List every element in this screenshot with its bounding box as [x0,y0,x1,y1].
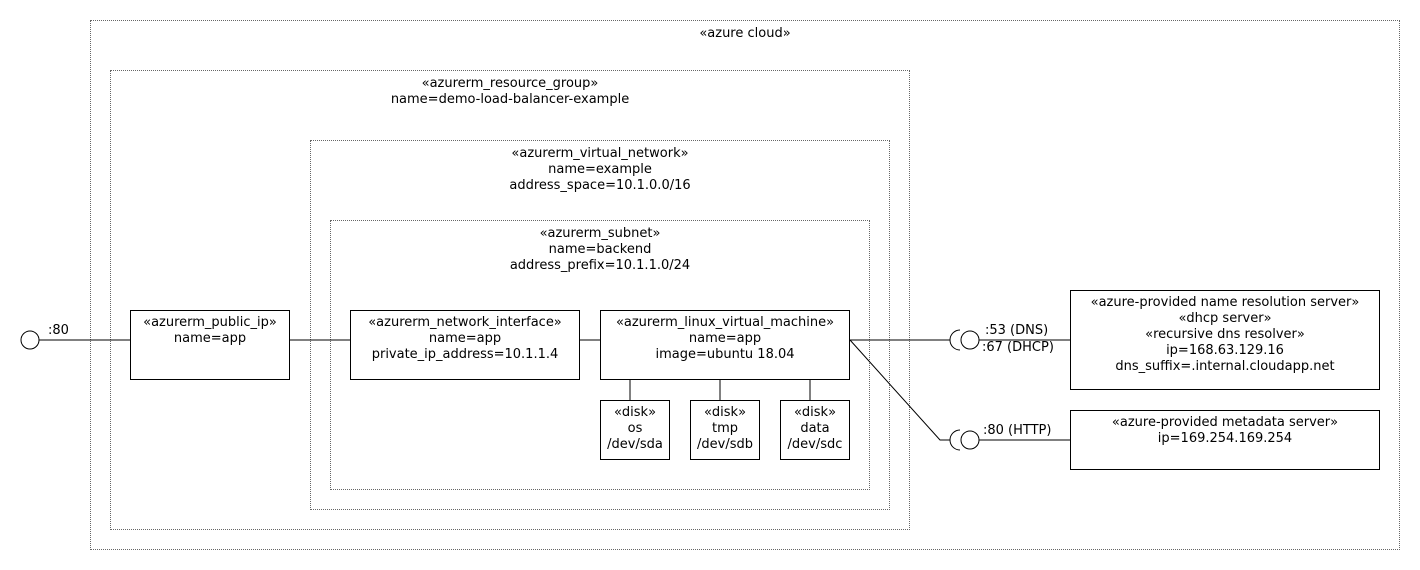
linux-vm-name: name=app [688,331,762,346]
disk-os-stereotype: «disk» [613,405,657,420]
dns-port-label: :53 (DNS) [985,323,1049,338]
disk-data-name: data [800,421,830,436]
linux-vm-stereotype: «azurerm_linux_virtual_machine» [615,315,835,330]
network-interface-stereotype: «azurerm_network_interface» [368,315,562,330]
public-ip-name: name=app [173,331,247,346]
azure-cloud-title: «azure cloud» [699,26,791,41]
dns-server-suffix: dns_suffix=.internal.cloudapp.net [1115,359,1335,374]
network-interface-private-ip: private_ip_address=10.1.1.4 [371,347,559,362]
http-port-label: :80 (HTTP) [983,423,1052,438]
metadata-interface-icon [960,430,980,450]
resource-group-stereotype: «azurerm_resource_group» [421,76,599,91]
linux-vm-image: image=ubuntu 18.04 [655,347,795,362]
public-ip-interface-icon [20,330,40,350]
vm-to-metadata-link [849,339,950,441]
public-ip-port-label: :80 [48,323,69,338]
dns-socket-icon [949,329,961,351]
dns-server-role-dhcp: «dhcp server» [1178,311,1272,326]
disk-tmp-device: /dev/sdb [697,437,753,452]
dns-interface-icon [960,330,980,350]
virtual-network-frame: «azurerm_virtual_network» name=example a… [310,140,890,510]
dns-server-box[interactable]: «azure-provided name resolution server» … [1070,290,1380,390]
disk-data-box[interactable]: «disk» data /dev/sdc [780,400,850,460]
public-ip-box[interactable]: «azurerm_public_ip» name=app [130,310,290,380]
disk-data-stereotype: «disk» [793,405,837,420]
linux-vm-box[interactable]: «azurerm_linux_virtual_machine» name=app… [600,310,850,380]
subnet-frame: «azurerm_subnet» name=backend address_pr… [330,220,870,490]
network-interface-box[interactable]: «azurerm_network_interface» name=app pri… [350,310,580,380]
metadata-socket-icon [949,429,961,451]
disk-os-box[interactable]: «disk» os /dev/sda [600,400,670,460]
disk-tmp-name: tmp [711,421,738,436]
subnet-address-prefix: address_prefix=10.1.1.0/24 [509,258,691,273]
dns-server-role-resolver: «recursive dns resolver» [1145,327,1305,342]
azure-cloud-frame: «azure cloud» [90,20,1400,550]
metadata-server-ip: ip=169.254.169.254 [1157,431,1293,446]
dns-server-stereotype: «azure-provided name resolution server» [1090,295,1360,310]
disk-os-device: /dev/sda [607,437,663,452]
virtual-network-stereotype: «azurerm_virtual_network» [511,146,689,161]
network-interface-name: name=app [428,331,502,346]
dhcp-port-label: :67 (DHCP) [982,340,1054,355]
disk-data-device: /dev/sdc [787,437,843,452]
resource-group-name: name=demo-load-balancer-example [390,92,630,107]
subnet-name: name=backend [548,242,652,257]
metadata-server-box[interactable]: «azure-provided metadata server» ip=169.… [1070,410,1380,470]
disk-tmp-stereotype: «disk» [703,405,747,420]
metadata-server-stereotype: «azure-provided metadata server» [1111,415,1339,430]
disk-tmp-box[interactable]: «disk» tmp /dev/sdb [690,400,760,460]
public-ip-stereotype: «azurerm_public_ip» [143,315,277,330]
virtual-network-name: name=example [548,162,652,177]
dns-server-ip: ip=168.63.129.16 [1166,343,1284,358]
disk-os-name: os [627,421,643,436]
virtual-network-address-space: address_space=10.1.0.0/16 [509,178,691,193]
subnet-stereotype: «azurerm_subnet» [539,226,661,241]
resource-group-frame: «azurerm_resource_group» name=demo-load-… [110,70,910,530]
